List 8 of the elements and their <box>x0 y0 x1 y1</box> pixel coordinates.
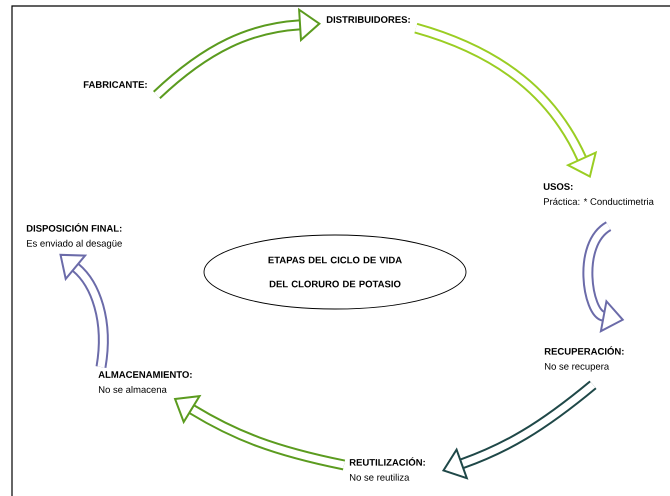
stage-label: RECUPERACIÓN: No se recupera <box>544 346 624 372</box>
stage-label: DISPOSICIÓN FINAL: Es enviado al desagüe <box>26 223 122 249</box>
stage-label: ALMACENAMIENTO: No se almacena <box>98 371 192 393</box>
stage-label: USOS: Práctica: * Conductimetria <box>544 183 654 205</box>
stage-label: REUTILIZACIÓN: No se reutiliza <box>350 457 425 481</box>
stage-label: FABRICANTE: <box>84 81 147 88</box>
block-arrow <box>414 22 598 178</box>
stage-label: DISTRIBUIDORES: <box>326 16 410 23</box>
